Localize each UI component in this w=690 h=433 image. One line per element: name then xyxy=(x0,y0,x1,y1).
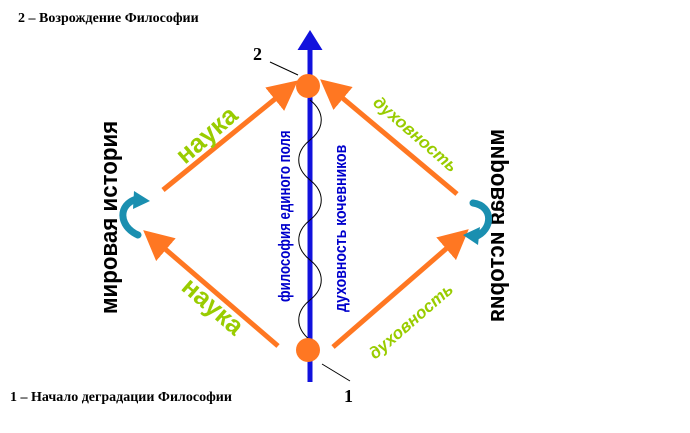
label-unified-field: философия единого поля xyxy=(276,130,295,302)
caption-rebirth: 2 – Возрождение Философии xyxy=(18,11,199,26)
wave-line xyxy=(298,99,322,341)
label-spirituality-lower: духовность xyxy=(365,280,457,363)
leader-line-1 xyxy=(321,363,351,382)
label-nomad-spirituality: духовность кочевников xyxy=(332,145,350,312)
label-science-lower: наука xyxy=(176,271,251,341)
curved-arrow-icon xyxy=(463,199,492,245)
caption-degradation: 1 – Начало деградации Философии xyxy=(10,390,232,405)
arrow-science-lower xyxy=(143,230,280,348)
node-degradation xyxy=(296,338,320,362)
arrow-spirituality-lower xyxy=(331,229,469,349)
leader-line-2 xyxy=(269,61,299,76)
node-rebirth xyxy=(296,74,320,98)
label-world-history-left: мировая история xyxy=(95,121,122,314)
point-label-1: 1 xyxy=(344,386,353,406)
curved-arrow-icon xyxy=(119,191,150,239)
arrow-spirituality-upper xyxy=(320,79,459,196)
point-label-2: 2 xyxy=(253,44,262,64)
arrow-science-upper xyxy=(161,80,298,192)
